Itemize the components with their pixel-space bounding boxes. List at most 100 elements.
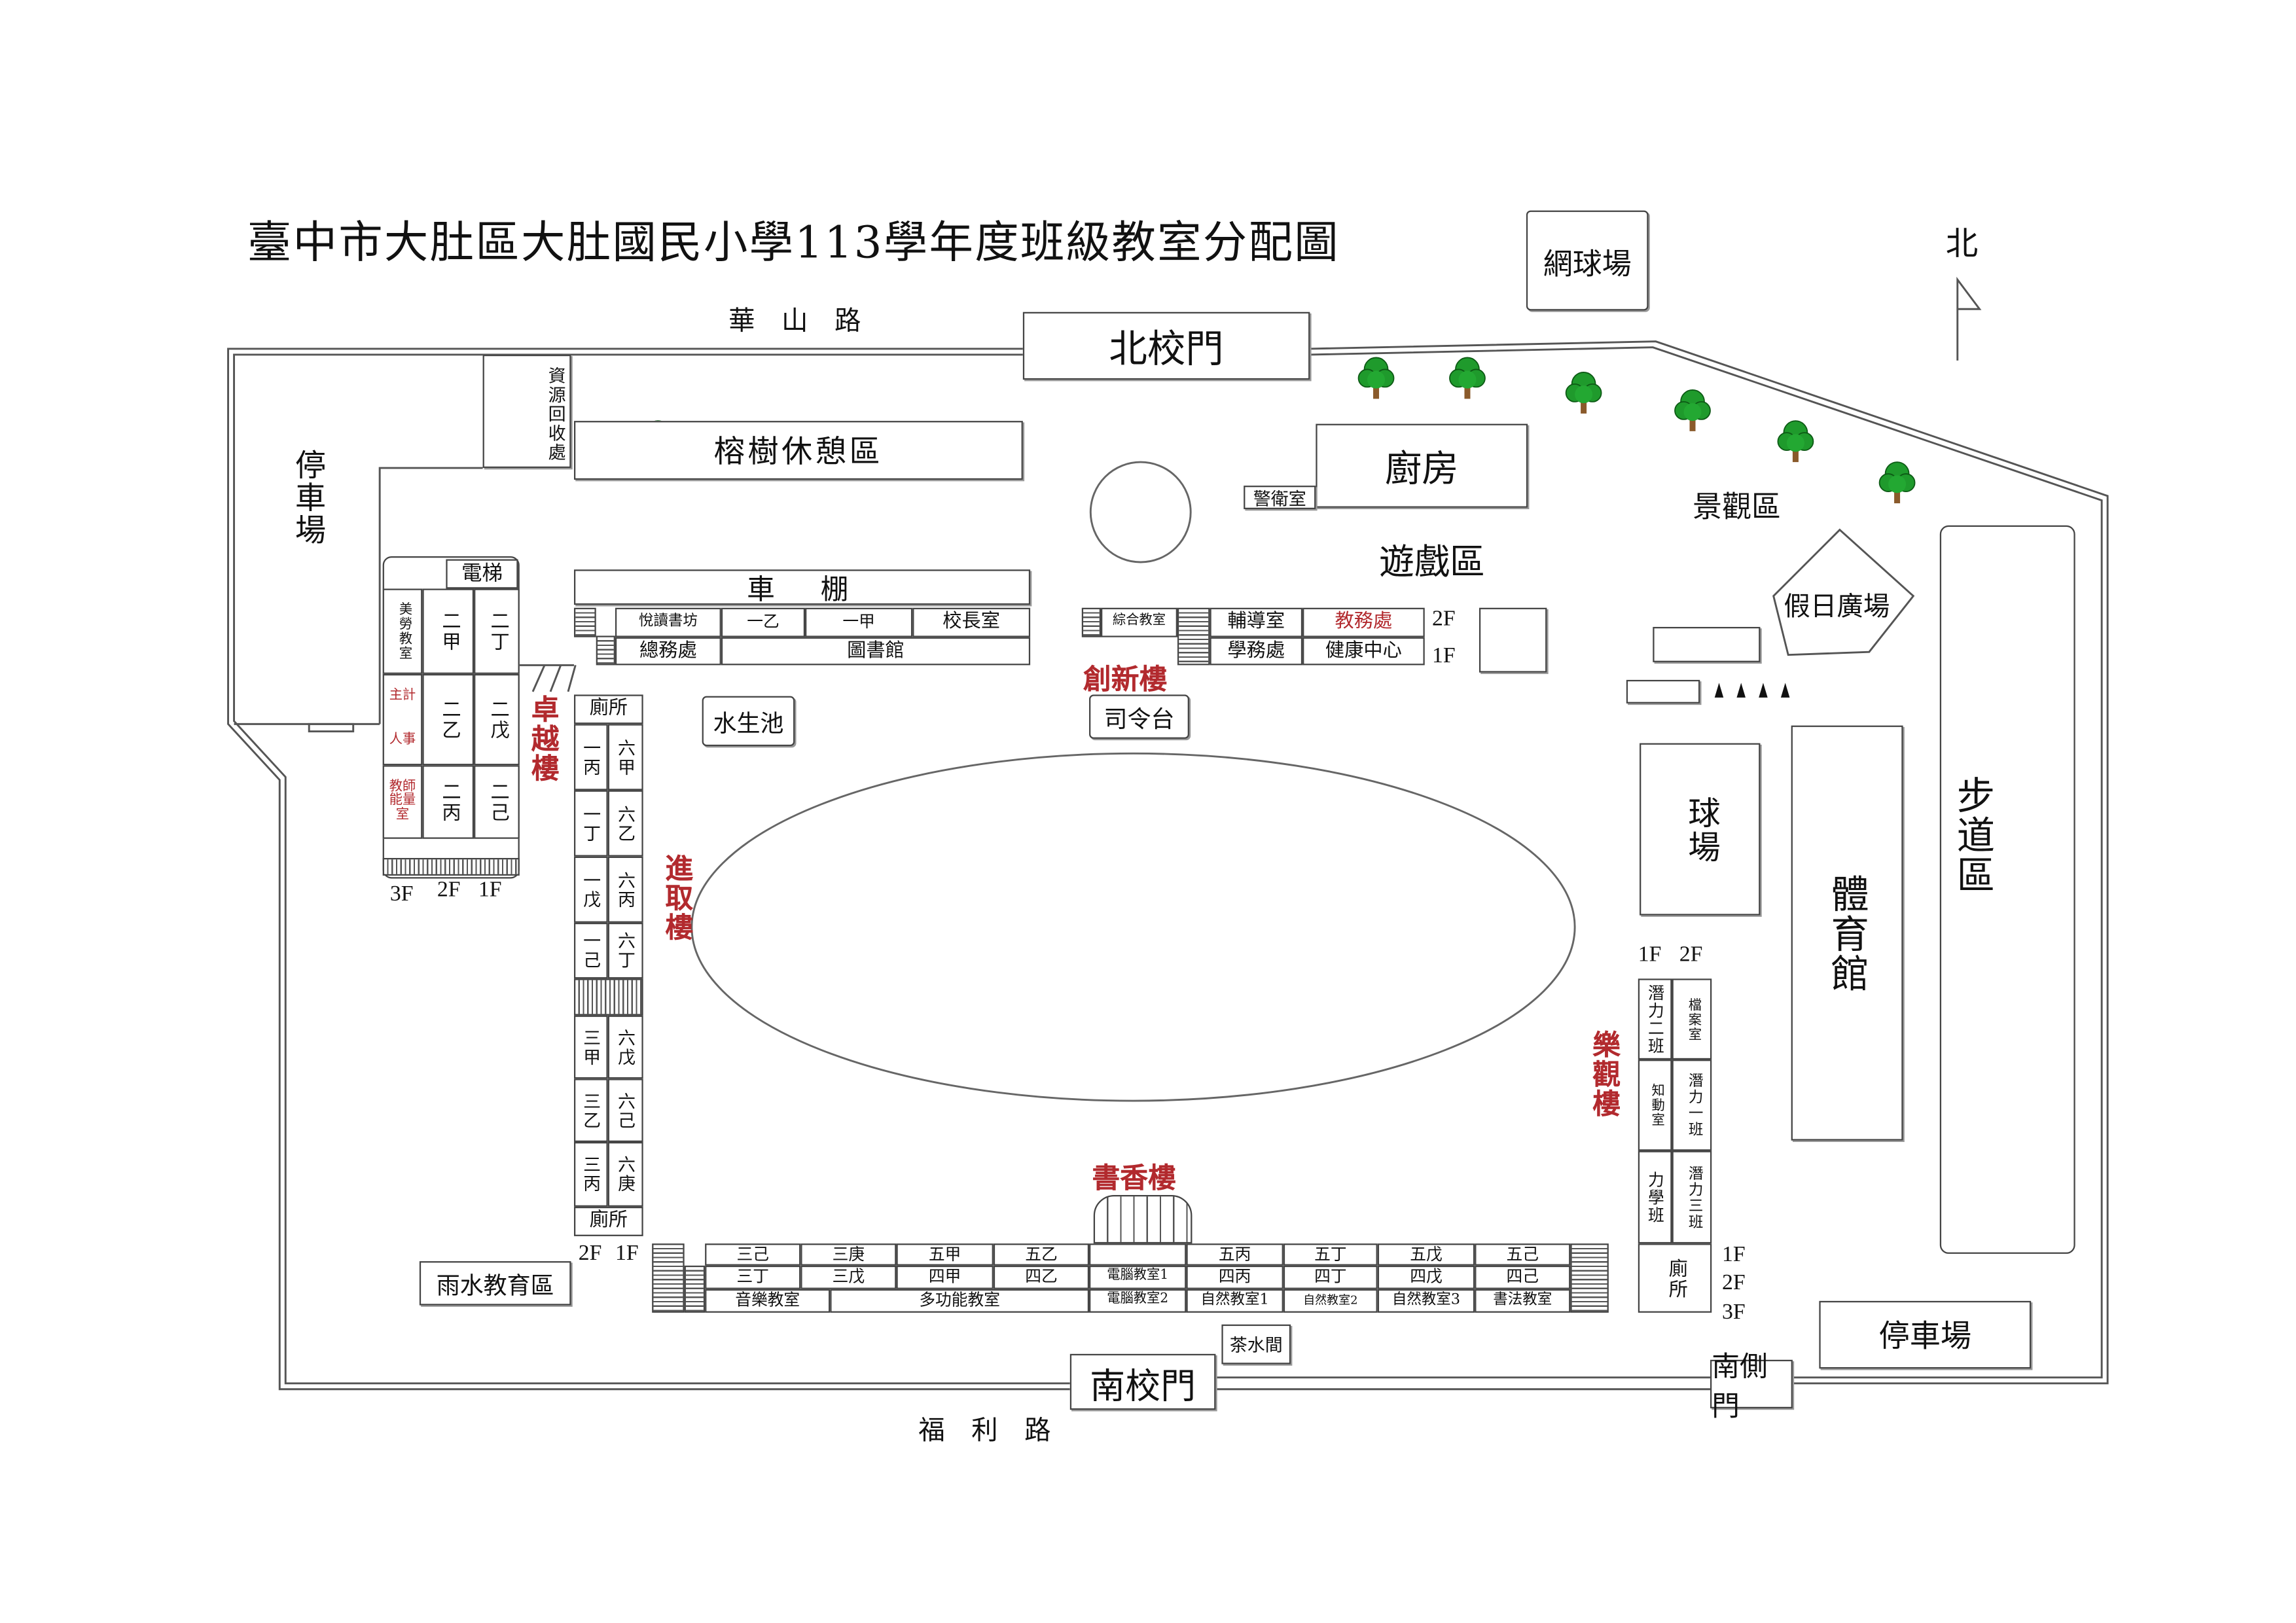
classroom: 五乙	[993, 1243, 1090, 1266]
floor-label: 1F	[615, 1241, 639, 1266]
banyan-rest-area: 榕樹休憩區	[573, 421, 1023, 480]
kitchen: 廚房	[1316, 423, 1528, 508]
stairs	[652, 1243, 685, 1313]
podium: 司令台	[1089, 694, 1189, 739]
floor-label: 2F	[1679, 943, 1703, 967]
stairs	[1081, 607, 1102, 637]
floor-label: 2F	[1721, 1271, 1746, 1295]
road-north: 華 山 路	[728, 306, 861, 337]
classroom: 二丙	[422, 765, 475, 839]
room: 健康中心	[1302, 637, 1425, 666]
bike-shed: 車 棚	[573, 569, 1031, 605]
room: 美勞教室	[382, 588, 423, 674]
trail-area	[1939, 525, 2075, 1254]
trail-label: 步道區	[1950, 776, 1994, 895]
classroom: 五己	[1475, 1243, 1571, 1266]
ball-court: 球場	[1640, 743, 1761, 916]
floor-label: 1F	[1431, 644, 1456, 668]
room: 綜合教室	[1101, 607, 1177, 637]
classroom: 三戊	[800, 1265, 897, 1289]
building-name: 進取樓	[660, 853, 694, 942]
map-title: 臺中市大肚區大肚國民小學113學年度班級教室分配圖	[247, 217, 1340, 270]
restroom: 廁所	[1638, 1243, 1712, 1313]
classroom: 二丁	[474, 588, 520, 674]
banyan-rest-area-label: 榕樹休憩區	[713, 434, 884, 470]
building-name: 書香樓	[1092, 1162, 1176, 1195]
south-side-gate: 南側門	[1710, 1350, 1793, 1422]
restroom: 廁所	[573, 1206, 643, 1236]
room: 知動室	[1638, 1060, 1672, 1151]
floor-label: 1F	[478, 878, 502, 902]
building-name: 卓越樓	[527, 694, 560, 783]
stairs	[573, 607, 596, 637]
floor-label: 2F	[1431, 607, 1456, 632]
classroom: 六乙	[607, 790, 643, 857]
stairs	[684, 1265, 706, 1313]
north-arrow-label: 北	[1945, 226, 1979, 264]
classroom: 一丁	[573, 790, 608, 857]
office-label: 主計	[389, 689, 416, 704]
classroom: 四甲	[896, 1265, 994, 1289]
small-structure	[1653, 626, 1761, 662]
classroom: 二甲	[422, 588, 475, 674]
room: 自然教室1	[1186, 1289, 1283, 1313]
floor-label: 2F	[437, 878, 461, 902]
north-gate: 北校門	[1022, 312, 1310, 380]
classroom: 六庚	[607, 1141, 643, 1207]
classroom: 四丁	[1283, 1265, 1378, 1289]
stairs	[382, 857, 520, 876]
tennis-court: 網球場	[1526, 210, 1649, 311]
room: 教師能量室	[382, 765, 423, 839]
classroom: 六己	[607, 1079, 643, 1142]
building-name: 創新樓	[1083, 664, 1168, 696]
recycling-area: 資源回收處	[482, 354, 571, 469]
room: 電腦教室2	[1089, 1289, 1187, 1313]
classroom: 二戊	[474, 673, 520, 766]
classroom: 六丙	[607, 856, 643, 923]
classroom: 二乙	[422, 673, 475, 766]
room: 多功能教室	[830, 1289, 1090, 1313]
room: 悅讀書坊	[615, 607, 721, 637]
empty-room	[1089, 1243, 1187, 1266]
floor-label: 2F	[578, 1241, 602, 1266]
parking-west: 停車場	[291, 448, 327, 546]
classroom: 四丙	[1186, 1265, 1283, 1289]
parking-south: 停車場	[1819, 1300, 2032, 1369]
room: 學務處	[1210, 637, 1303, 666]
entrance-structure	[1093, 1194, 1193, 1244]
classroom: 三己	[705, 1243, 801, 1266]
floor-label: 3F	[389, 883, 414, 907]
classroom: 四乙	[993, 1265, 1090, 1289]
classroom: 潛力三班	[1672, 1150, 1712, 1244]
stairs	[1177, 607, 1210, 666]
gymnasium: 體育館	[1791, 725, 1903, 1141]
classroom: 力學班	[1638, 1150, 1672, 1244]
room: 校長室	[912, 607, 1031, 637]
classroom: 六甲	[607, 724, 643, 791]
classroom: 四戊	[1377, 1265, 1475, 1289]
room: 書法教室	[1475, 1289, 1571, 1313]
tea-room: 茶水間	[1221, 1324, 1291, 1364]
office-label: 人事	[389, 733, 416, 748]
stairs	[596, 635, 615, 666]
rainwater-education-area: 雨水教育區	[419, 1261, 571, 1306]
road-south: 福 利 路	[918, 1416, 1051, 1447]
classroom: 一己	[573, 922, 608, 979]
elevator: 電梯	[446, 559, 518, 589]
classroom: 潛力二班	[1638, 978, 1672, 1060]
classroom: 五丁	[1283, 1243, 1378, 1266]
classroom: 六戊	[607, 1015, 643, 1079]
room: 圖書館	[721, 637, 1031, 666]
floor-label: 3F	[1721, 1300, 1746, 1325]
guard-room: 警衛室	[1244, 486, 1316, 510]
classroom: 三丙	[573, 1141, 608, 1207]
classroom: 三丁	[705, 1265, 801, 1289]
office: 主計 人事	[382, 673, 423, 766]
landscape-label: 景觀區	[1693, 488, 1781, 524]
building-name: 樂觀樓	[1588, 1030, 1621, 1119]
classroom: 二己	[474, 765, 520, 839]
south-gate: 南校門	[1069, 1353, 1216, 1410]
playground-label: 遊戲區	[1379, 541, 1485, 583]
